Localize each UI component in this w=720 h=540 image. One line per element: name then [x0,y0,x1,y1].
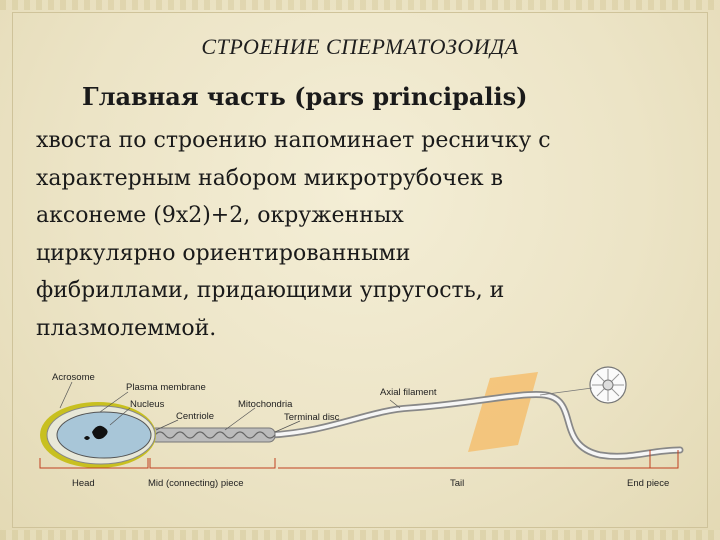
body-line: характерным набором микротрубочек в [36,165,503,191]
label-terminal-disc: Terminal disc [284,412,340,423]
nucleus-chromatin [92,425,108,440]
label-centriole: Centriole [176,411,214,422]
axoneme-center [602,379,614,391]
label-plasma-membrane: Plasma membrane [126,382,206,393]
slide-subtitle: Главная часть (pars principalis) [82,82,528,111]
body-line: хвоста по строению напоминает ресничку с [36,128,551,153]
mitochondria-spiral [154,431,276,439]
slide-title: СТРОЕНИЕ СПЕРМАТОЗОИДА [201,34,519,59]
bottom-border-pattern [0,530,720,540]
leader-lines [59,381,401,433]
body-line: циркулярно ориентированными [36,240,411,266]
section-head: Head [72,478,95,489]
slide-body-text: хвоста по строению напоминает ресничку с… [36,122,696,347]
body-line: аксонеме (9х2)+2, окруженных [36,203,404,228]
section-tail: Tail [450,478,464,489]
midpiece-shape [149,427,276,443]
body-line: фибриллами, придающими упругость, и [36,278,505,303]
section-end-piece: End piece [627,478,669,489]
label-axial-filament: Axial filament [380,387,437,398]
slide-frame [12,12,708,528]
sperm-structure-diagram: Acrosome Plasma membrane Nucleus Centrio… [39,366,684,489]
cross-section-pointer [539,387,593,396]
nucleus-chromatin [84,436,90,440]
top-border-pattern [0,0,720,10]
section-brackets [39,450,679,469]
label-nucleus: Nucleus [130,399,165,410]
section-mid-piece: Mid (connecting) piece [148,478,244,489]
body-line: плазмолеммой. [36,315,217,341]
label-mitochondria: Mitochondria [238,399,293,410]
cross-section-highlight [468,372,538,452]
label-acrosome: Acrosome [52,372,95,383]
